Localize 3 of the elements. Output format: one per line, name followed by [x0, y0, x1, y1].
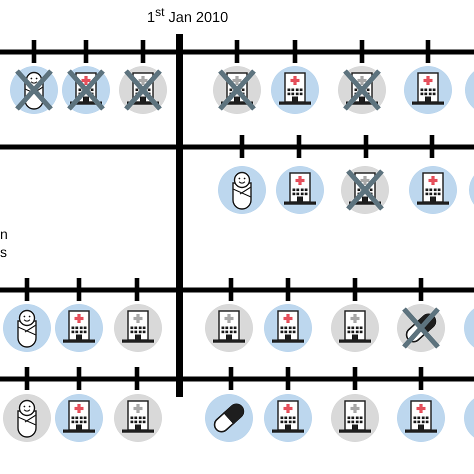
cropped-text: n: [0, 227, 8, 241]
date-label: 1$^{st}$ Jan 2010: [147, 6, 228, 26]
cropped-text: s: [0, 245, 7, 259]
